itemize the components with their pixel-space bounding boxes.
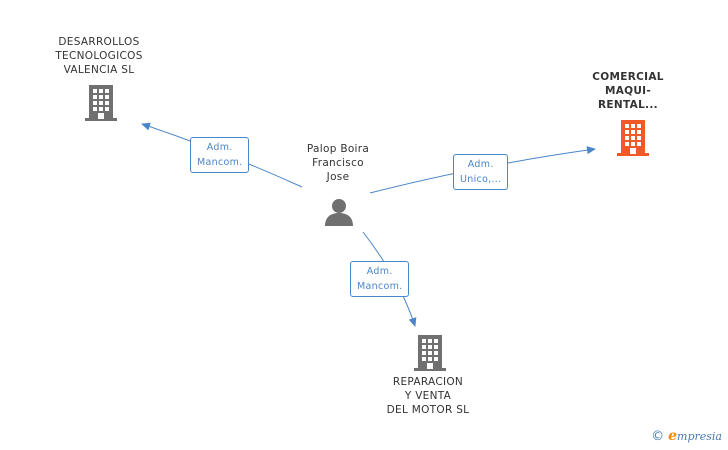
brand-logo-rest: mpresia — [677, 430, 722, 443]
company-name-line: COMERCIAL — [592, 71, 664, 83]
person-name-line: Palop Boira — [306, 143, 370, 155]
relation-label-desarrollos[interactable]: Adm. Mancom. — [190, 137, 250, 173]
relation-label-line: Adm. — [366, 266, 393, 277]
empresia-brand: © empresia — [651, 428, 722, 444]
company-name-line: VALENCIA SL — [63, 64, 135, 76]
person-name-label[interactable]: Palop Boira Francisco Jose — [288, 142, 388, 184]
relation-label-comercial[interactable]: Adm. Unico,... — [453, 154, 509, 190]
person-name-line: Jose — [326, 171, 350, 183]
company-name-line: DESARROLLOS — [58, 36, 140, 48]
relation-label-reparacion[interactable]: Adm. Mancom. — [350, 261, 410, 297]
company-name-line: REPARACION — [392, 376, 464, 388]
company-name-line: DEL MOTOR SL — [386, 404, 470, 416]
company-name-line: RENTAL... — [598, 99, 658, 111]
company-name-line: Y VENTA — [404, 390, 452, 402]
company-name-line: TECNOLOGICOS — [55, 50, 143, 62]
person-icon[interactable] — [324, 197, 354, 231]
company-reparacion-label[interactable]: REPARACION Y VENTA DEL MOTOR SL — [372, 375, 484, 417]
relation-label-line: Adm. — [206, 142, 233, 153]
brand-logo: empresia — [668, 428, 722, 444]
company-name-line: MAQUI- — [604, 85, 652, 97]
relation-label-line: Adm. — [467, 159, 494, 170]
company-desarrollos-label[interactable]: DESARROLLOS TECNOLOGICOS VALENCIA SL — [40, 35, 158, 77]
relation-label-line: Mancom. — [197, 157, 243, 168]
company-reparacion-building-icon[interactable] — [414, 335, 446, 375]
company-comercial-label[interactable]: COMERCIAL MAQUI- RENTAL... — [580, 70, 676, 112]
person-name-line: Francisco — [312, 157, 364, 169]
copyright-symbol: © — [651, 428, 665, 444]
company-desarrollos-building-icon[interactable] — [85, 85, 117, 125]
relation-label-line: Mancom. — [357, 281, 403, 292]
company-comercial-building-icon[interactable] — [617, 120, 649, 160]
relation-label-line: Unico,... — [460, 174, 502, 185]
brand-logo-initial: e — [668, 428, 678, 444]
